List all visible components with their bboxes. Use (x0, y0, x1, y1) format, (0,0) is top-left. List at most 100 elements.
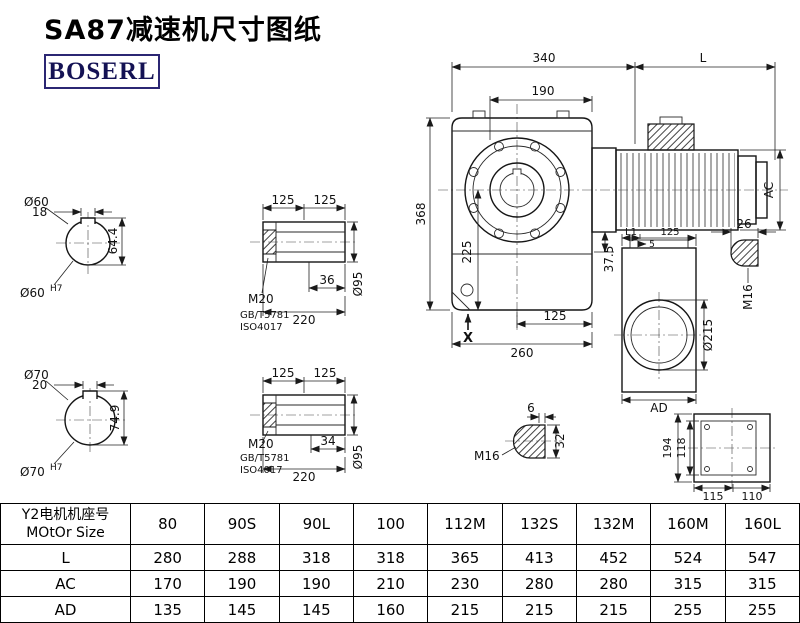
side-flange-circle (623, 299, 695, 371)
motor-fins (619, 153, 735, 227)
dim-step-5: 5 (649, 240, 655, 250)
dim-flange-dia-215: Ø215 (701, 319, 715, 351)
dim-flange-len-125: 125 (660, 227, 679, 238)
flange-circle-outer (464, 137, 570, 243)
dim-key-width: 20 (32, 378, 47, 392)
row-label-L: L (0, 544, 131, 571)
cell-L-3: 318 (352, 544, 429, 571)
keyway-slot (82, 390, 98, 399)
cell-AC-7: 315 (650, 570, 726, 597)
dim-plug-len: 26 (736, 217, 751, 231)
brand-text: BOSERL (48, 57, 156, 85)
shaft-end-view-70: 20 Ø70 74.9 Ø70 H7 (20, 368, 128, 479)
cell-AD-7: 255 (650, 596, 726, 623)
thread-label: M20 (248, 292, 274, 306)
cell-L-5: 413 (501, 544, 577, 571)
cell-AD-2: 145 (278, 596, 354, 623)
key-detail-view: 6 32 M16 (474, 401, 567, 463)
thread-label-m16: M16 (474, 449, 500, 463)
dim-key-length: 36 (319, 273, 334, 287)
dim-key-length: 34 (320, 434, 335, 448)
bolt-washer (262, 229, 277, 255)
cell-AC-1: 190 (204, 570, 280, 597)
dim-step-37-5: 37.5 (602, 246, 616, 273)
motor-size-table: Y2电机机座号 MOtOr Size 80 90S 90L 100 112M 1… (0, 503, 800, 623)
dim-shaft-dia: Ø70 (24, 368, 49, 382)
table-header-en: MOtOr Size (26, 525, 105, 541)
dim-125-right: 125 (314, 366, 337, 380)
dim-motor-length-L: L (700, 51, 707, 65)
cell-AC-5: 280 (501, 570, 577, 597)
dim-axis-height-225: 225 (460, 241, 474, 264)
dim-width-AD: AD (650, 401, 667, 415)
dim-key-width: 18 (32, 205, 47, 219)
brand-logo-box: BOSERL (44, 54, 160, 89)
cell-L-0: 280 (129, 544, 206, 571)
bore-keyway (512, 168, 522, 175)
cell-AC-6: 280 (575, 570, 652, 597)
dim-total-height: 74.9 (108, 405, 122, 432)
thread-label: M20 (248, 437, 274, 451)
back-body (693, 413, 771, 483)
dim-125-left: 125 (272, 366, 295, 380)
page-title: SA87减速机尺寸图纸 (44, 15, 322, 46)
gearbox-back-view: 194 118 115 110 (661, 408, 776, 503)
dim-125-left: 125 (272, 193, 295, 207)
shaft-end-view-60: 18 Ø60 64.4 Ø60 H7 (20, 195, 126, 300)
dim-motor-dia-AC: AC (762, 182, 776, 198)
main-gearbox-view: 340 L 190 368 225 37.5 125 260 X AC (414, 51, 788, 360)
cell-AD-8: 255 (724, 596, 800, 623)
shaft-side-view-bottom: 125 125 34 220 M20 GB/T5781 ISO4017 Ø95 (240, 366, 365, 484)
plug-shape (730, 239, 759, 267)
dim-bore: Ø60 (20, 286, 45, 300)
cell-AD-5: 215 (501, 596, 577, 623)
dim-bore-tolerance: H7 (50, 463, 63, 473)
gearbox-housing (451, 117, 593, 311)
fan-cover (755, 161, 768, 219)
dim-key-width-32: 32 (553, 433, 567, 448)
cell-AD-4: 215 (427, 596, 503, 623)
keyway-slot (80, 217, 96, 224)
dim-shaft-dia: Ø60 (24, 195, 49, 209)
table-row-AC: AC 170 190 190 210 230 280 280 315 315 (0, 570, 800, 597)
table-header-cn: Y2电机机座号 (21, 506, 110, 523)
dim-total-length: 220 (293, 470, 316, 484)
dim-foot-115: 115 (703, 490, 724, 503)
standard-gb: GB/T5781 (240, 453, 290, 464)
bolt-washer (262, 402, 277, 428)
col-header-132S: 132S (501, 503, 577, 545)
cell-AC-4: 230 (427, 570, 503, 597)
dim-shaft-dia-95: Ø95 (351, 272, 365, 297)
row-label-AD: AD (0, 596, 131, 623)
cell-AC-3: 210 (352, 570, 429, 597)
dim-bore: Ø70 (20, 465, 45, 479)
dim-bore-tolerance: H7 (50, 284, 63, 294)
cell-L-8: 547 (724, 544, 800, 571)
cell-AD-6: 215 (575, 596, 652, 623)
table-row-AD: AD 135 145 145 160 215 215 215 255 255 (0, 596, 800, 623)
standard-iso: ISO4017 (240, 465, 283, 476)
table-header-motor-size: Y2电机机座号 MOtOr Size (0, 503, 131, 545)
col-header-100: 100 (352, 503, 429, 545)
row-label-AC: AC (0, 570, 131, 597)
cell-L-6: 452 (575, 544, 652, 571)
dim-shaft-dia-95: Ø95 (351, 445, 365, 470)
plug-detail-view: 26 M16 (711, 217, 776, 310)
cell-L-1: 288 (204, 544, 280, 571)
thread-label-m16: M16 (741, 284, 755, 310)
terminal-box (647, 123, 695, 151)
col-header-90L: 90L (278, 503, 354, 545)
mark-X: X (463, 331, 473, 346)
dim-base-width-260: 260 (511, 346, 534, 360)
dim-key-depth-6: 6 (527, 401, 535, 415)
col-header-160M: 160M (650, 503, 726, 545)
dim-125-right: 125 (314, 193, 337, 207)
dim-inner-height-118: 118 (675, 438, 688, 459)
cell-AC-0: 170 (129, 570, 206, 597)
dim-total-length: 220 (293, 313, 316, 327)
cell-AD-0: 135 (129, 596, 206, 623)
dim-foot-110: 110 (742, 490, 763, 503)
cell-AC-8: 315 (724, 570, 800, 597)
technical-drawing: 18 Ø60 64.4 Ø60 H7 20 Ø70 74.9 Ø70 H7 (20, 51, 788, 503)
cell-L-4: 365 (427, 544, 503, 571)
